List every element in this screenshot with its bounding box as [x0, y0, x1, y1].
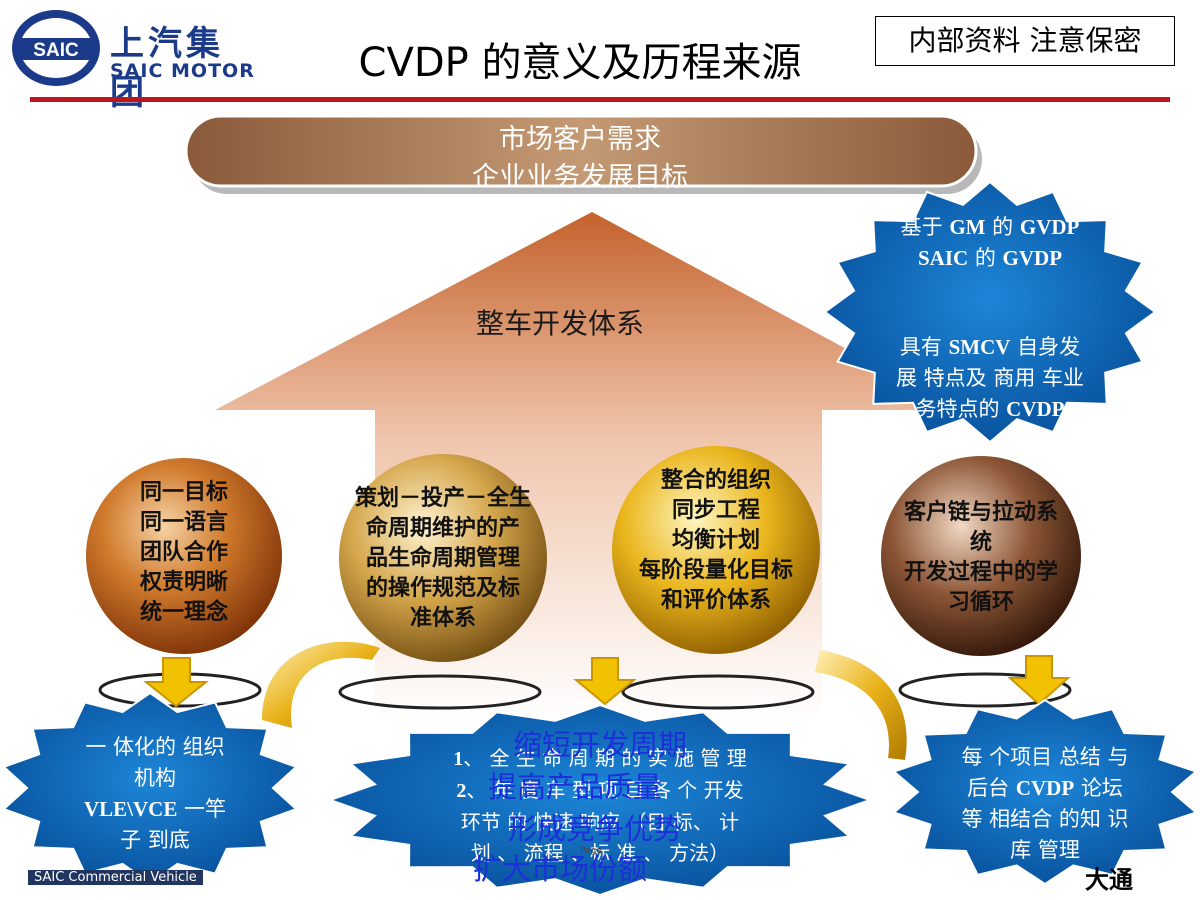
sphere-line: 客户链与拉动系	[903, 500, 1058, 525]
center-star-line: 1、 全 生 命 周 期 的 实 施 管 理	[453, 746, 747, 770]
sphere-line: 团队合作	[139, 540, 228, 565]
center-star-line: 环节 的 快速 响应 （目 标、 计	[460, 810, 740, 834]
star-top-gvdp	[823, 180, 1157, 444]
star-lifecycle-response	[326, 703, 874, 897]
right-star-line: 后台 CVDP 论坛	[967, 776, 1123, 800]
sphere-line: 每阶段量化目标	[638, 558, 793, 583]
sphere-line: 和评价体系	[660, 588, 771, 613]
top-star-line: 务特点的 CVDP	[915, 397, 1065, 421]
page-mark: Page	[580, 846, 602, 856]
sphere-line: 习循环	[947, 590, 1014, 615]
sphere-shadow	[898, 672, 1072, 708]
sphere-integrated-organization	[612, 446, 820, 654]
right-star-line: 每 个项目 总结 与	[961, 745, 1129, 769]
center-star-text: 1、 全 生 命 周 期 的 实 施 管 理 2、 年 度 车 型 项 目 各 …	[385, 743, 815, 869]
sphere-line: 策划－投产－全生	[354, 486, 531, 511]
header-divider	[30, 97, 1170, 102]
sphere-text-customer-chain: 客户链与拉动系 统 开发过程中的学 习循环	[880, 498, 1082, 618]
maxus-logo-fragment: 大通	[1085, 866, 1133, 894]
vehicle-development-system-label: 整车开发体系	[475, 307, 644, 340]
sphere-text-integrated-organization: 整合的组织 同步工程 均衡计划 每阶段量化目标 和评价体系	[612, 466, 820, 616]
sphere-line: 开发过程中的学	[903, 560, 1058, 585]
sphere-lifecycle-management	[339, 454, 547, 662]
left-star-text: 一 体化的 组织 机构 VLE\VCE 一竿 子 到底	[40, 732, 270, 856]
logo-english-name: SAIC MOTOR	[110, 60, 255, 82]
center-star-line: 2、 年 度 车 型 项 目 各 个 开发	[456, 778, 744, 802]
svg-text:SAIC: SAIC	[33, 40, 79, 61]
sphere-line: 整合的组织	[660, 468, 771, 493]
star-knowledge-base	[891, 698, 1199, 886]
top-star-line: SAIC 的 GVDP	[917, 246, 1063, 270]
sphere-line: 同一目标	[139, 480, 228, 505]
cycle-ring	[815, 650, 907, 760]
sphere-text-unified-goals: 同一目标 同一语言 团队合作 权责明晰 统一理念	[104, 478, 264, 628]
center-star-line: 划 、 流程 、标 准 、 方法）	[470, 841, 730, 865]
right-star-text: 每 个项目 总结 与 后台 CVDP 论坛 等 相结合 的知 识 库 管理	[920, 742, 1170, 866]
goal-shorten-cycle: 缩短开发周期	[512, 728, 687, 762]
confidential-label: 内部资料 注意保密	[875, 16, 1175, 66]
top-star-line: 基于 GM 的 GVDP	[900, 215, 1080, 239]
saic-logo-mark: SAIC	[12, 10, 100, 86]
goal-competitive-advantage: 形成竞争优势	[507, 812, 682, 846]
left-star-line: 一 体化的 组织	[85, 735, 225, 759]
sphere-customer-chain	[881, 456, 1081, 656]
down-arrow	[573, 657, 637, 706]
right-star-line: 库 管理	[1010, 838, 1080, 862]
sphere-shadow	[621, 674, 815, 710]
down-arrow	[1007, 655, 1071, 706]
down-arrow	[143, 657, 209, 708]
left-star-line: VLE\VCE 一竿	[83, 797, 227, 821]
sphere-line: 的操作规范及标	[365, 576, 520, 601]
right-star-line: 等 相结合 的知 识	[961, 807, 1129, 831]
sphere-line: 均衡计划	[671, 528, 760, 553]
sphere-line: 准体系	[409, 606, 476, 631]
top-star-text: 基于 GM 的 GVDP SAIC 的 GVDP 具有 SMCV 自身发 展 特…	[850, 212, 1130, 425]
sphere-line: 同步工程	[671, 498, 760, 523]
banner	[184, 114, 978, 188]
goal-market-share: 扩大市场份额	[472, 852, 647, 886]
saic-commercial-vehicle-label: SAIC Commercial Vehicle	[28, 870, 203, 885]
cycle-ring	[262, 641, 380, 728]
goal-improve-quality: 提高产品质量	[487, 770, 662, 804]
page-title: CVDP 的意义及历程来源	[358, 40, 802, 86]
sphere-text-lifecycle-management: 策划－投产－全生 命周期维护的产 品生命周期管理 的操作规范及标 准体系	[330, 484, 556, 634]
sphere-line: 统一理念	[139, 600, 228, 625]
banner-line-business-goals: 企业业务发展目标	[472, 162, 688, 193]
sphere-unified-goals	[86, 458, 282, 654]
saic-logo: SAIC 上汽集团 SAIC MOTOR	[10, 8, 260, 113]
sphere-line: 统	[969, 530, 992, 555]
sphere-line: 同一语言	[139, 510, 228, 535]
sphere-line: 品生命周期管理	[365, 546, 520, 571]
banner-line-market-demand: 市场客户需求	[499, 124, 661, 155]
left-star-line: 机构	[134, 766, 176, 790]
left-star-line: 子 到底	[120, 828, 190, 852]
logo-chinese-name: 上汽集团	[110, 24, 224, 113]
top-star-line: 具有 SMCV 自身发	[899, 335, 1081, 359]
sphere-line: 命周期维护的产	[365, 516, 520, 541]
top-star-line: 展 特点及 商用 车业	[895, 366, 1085, 390]
sphere-line: 权责明晰	[139, 570, 228, 595]
sphere-shadow	[338, 674, 542, 710]
